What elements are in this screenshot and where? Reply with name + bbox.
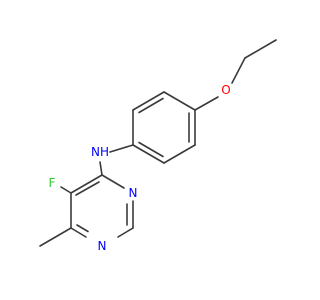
molecule-structure: NH O F N N <box>39 39 277 253</box>
bond <box>163 91 196 111</box>
double-bond <box>76 224 89 233</box>
ring-nitrogen-lower-label: N <box>98 239 107 253</box>
bond <box>244 39 277 59</box>
benzene-ring <box>132 91 196 164</box>
bond <box>60 186 72 194</box>
atom-labels: NH O F N N <box>49 83 231 253</box>
bond <box>39 227 72 247</box>
double-bond <box>70 227 87 238</box>
pyrimidine-substituents <box>39 186 72 247</box>
bond <box>132 144 165 164</box>
bond <box>163 144 196 164</box>
bond <box>194 96 219 111</box>
ether-oxygen-label: O <box>221 83 230 97</box>
bond <box>99 161 103 176</box>
pyrimidine-ring <box>70 174 134 238</box>
bond <box>117 227 134 238</box>
bond <box>132 91 165 111</box>
fluorine-label: F <box>49 176 56 190</box>
amine-linker <box>99 144 134 176</box>
double-bond <box>70 174 103 194</box>
double-bond <box>75 181 100 196</box>
ethoxy-group <box>194 39 277 111</box>
amine-nitrogen-label: NH <box>91 145 109 159</box>
bond <box>231 57 246 84</box>
double-bond <box>138 141 164 158</box>
bond <box>101 174 125 189</box>
double-bond <box>138 97 164 114</box>
bond <box>109 144 134 153</box>
ring-nitrogen-upper-label: N <box>129 186 138 200</box>
